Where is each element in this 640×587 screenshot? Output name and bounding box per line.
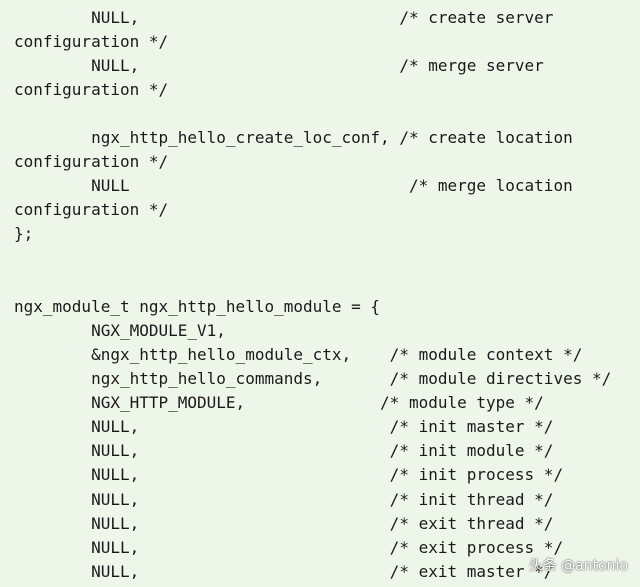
code-line: NULL, /* init process */ bbox=[14, 465, 564, 484]
code-line: configuration */ bbox=[14, 80, 169, 99]
code-line: NULL /* merge location bbox=[14, 176, 573, 195]
code-line: NULL, /* init module */ bbox=[14, 441, 554, 460]
code-line: ngx_http_hello_commands, /* module direc… bbox=[14, 369, 612, 388]
code-line: NULL, /* init master */ bbox=[14, 417, 554, 436]
code-line: NULL, /* init thread */ bbox=[14, 490, 554, 509]
code-line: configuration */ bbox=[14, 32, 169, 51]
code-line: ngx_module_t ngx_http_hello_module = { bbox=[14, 297, 381, 316]
code-line: &ngx_http_hello_module_ctx, /* module co… bbox=[14, 345, 583, 364]
code-line: ngx_http_hello_create_loc_conf, /* creat… bbox=[14, 128, 573, 147]
code-line: NULL, /* merge server bbox=[14, 56, 544, 75]
code-line: NULL, /* exit master */ bbox=[14, 562, 554, 581]
code-line: NGX_HTTP_MODULE, /* module type */ bbox=[14, 393, 544, 412]
watermark: 头条 @antonio bbox=[528, 558, 628, 574]
code-line: NULL, /* exit process */ bbox=[14, 538, 564, 557]
code-line: NULL, /* create server bbox=[14, 8, 554, 27]
code-line: NULL, /* exit thread */ bbox=[14, 514, 554, 533]
code-line: configuration */ bbox=[14, 200, 169, 219]
code-line: }; bbox=[14, 224, 34, 243]
code-line: configuration */ bbox=[14, 152, 169, 171]
code-line: NGX_MODULE_V1, bbox=[14, 321, 226, 340]
